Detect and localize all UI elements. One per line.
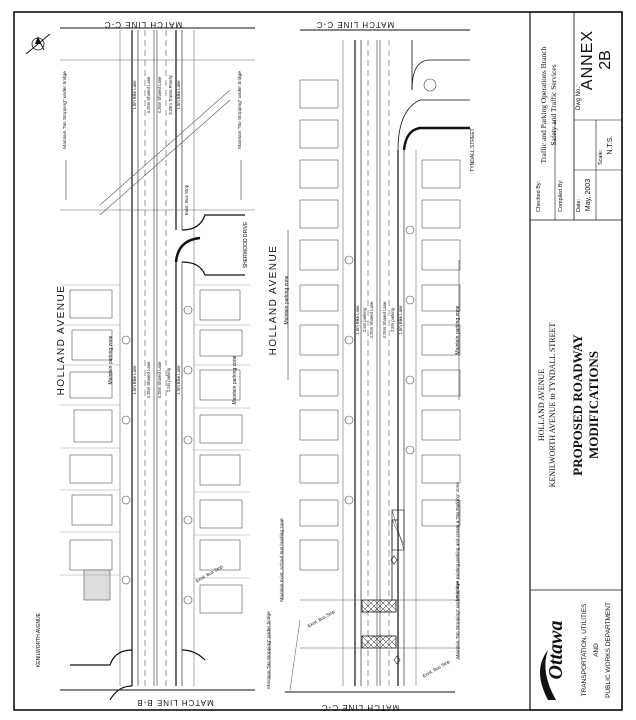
- lower-match-line-top: MATCH LINE C-C: [316, 20, 394, 29]
- date-label: Date:: [576, 198, 582, 212]
- compiled-by-label: Compiled By:: [558, 179, 564, 212]
- upper-school-bus-note: Maintain exist. school bus loading zone: [279, 518, 285, 602]
- lower-parking-note: Maintain parking zone: [284, 275, 290, 324]
- lane-label: 4.25m Shared Lane: [369, 301, 374, 338]
- project-line-2: KENILWORTH AVENUE to TYNDALL STREET: [548, 323, 557, 488]
- lane-label: 1.5m Bike Lane: [398, 305, 403, 335]
- lane-label: 1.5m Bike Lane: [132, 80, 137, 110]
- date-value: May, 2003: [585, 179, 592, 211]
- lane-label: 4.25m Shared Lane: [382, 301, 387, 338]
- lane-label: 4.25m Shared Lane: [146, 361, 151, 398]
- upper-match-line-bottom: MATCH LINE B-B: [136, 698, 213, 707]
- upper-no-stopping-1: Maintain "No Stopping" under bridge: [237, 71, 243, 149]
- branch-line-2: Safety and Traffic Services: [549, 64, 558, 145]
- lower-no-stopping-2: Maintain "No Stopping" under bridge: [455, 581, 461, 659]
- lane-label: 2.5m parking: [362, 307, 367, 332]
- upper-parking-note: Maintain parking zone: [108, 335, 114, 384]
- upper-cross-street-2: SHERWOOD DRIVE: [243, 221, 249, 268]
- title-block: ANNEX 2B Dwg No.: Traffic and Parking Op…: [529, 11, 623, 711]
- upper-cross-street-1: KENILWORTH AVENUE: [36, 612, 42, 667]
- dept-line-3: PUBLIC WORKS DEPARTMENT: [605, 602, 612, 698]
- upper-street-name: HOLLAND AVENUE: [56, 285, 67, 396]
- upper-lane-labels: 1.5m Bike Lane 4.25m Shared Lane 4.25m Sha…: [132, 361, 181, 398]
- north-arrow-icon: [25, 33, 51, 55]
- lower-parking-note-2: Maintain parking zone: [455, 305, 461, 354]
- sheet-border: [13, 11, 623, 711]
- lane-label: 1.5m Bike Lane: [176, 80, 181, 110]
- upper-plan: MATCH LINE C-C MATCH LINE B-B: [25, 20, 285, 707]
- lane-label: 1.5m Bike Lane: [176, 365, 181, 395]
- ottawa-logo: Ottawa: [540, 621, 567, 700]
- lower-street-name: HOLLAND AVENUE: [268, 245, 279, 356]
- lane-label: 2.5m parking: [166, 367, 171, 392]
- lower-cross-street: TYNDALL STREET: [470, 128, 476, 171]
- dept-line-1: TRANSPORTATION, UTILITIES: [581, 603, 588, 696]
- project-line-1: HOLLAND AVENUE: [537, 369, 546, 441]
- lower-match-line-bottom: MATCH LINE C-C: [321, 703, 399, 712]
- lane-label: 1.5m Bike Lane: [355, 305, 360, 335]
- dwg-no-label: Dwg No.:: [576, 85, 582, 110]
- branch-line-1: Traffic and Parking Operations Branch: [539, 46, 548, 163]
- annex-label: ANNEX: [579, 30, 596, 90]
- upper-bus-stop-1: Exist. Bus Stop: [184, 184, 189, 215]
- dept-line-2: AND: [593, 643, 600, 657]
- logo-text: Ottawa: [545, 621, 567, 680]
- upper-parking-note-2: Maintain parking zone: [232, 355, 238, 404]
- lane-label: 3.25m Transit Priority: [168, 74, 173, 114]
- lane-label: 2.5m parking: [390, 307, 395, 332]
- upper-lane-labels-right: 1.5m Bike Lane 4.25m Shared Lane 4.25m Sha…: [132, 74, 181, 114]
- lane-label: 1.5m Bike Lane: [132, 365, 137, 395]
- upper-match-line-top: MATCH LINE C-C: [104, 20, 182, 29]
- crosswalk-hatch: [361, 599, 397, 649]
- upper-no-stopping-2: Maintain "No Stopping" under bridge: [62, 71, 68, 149]
- lane-label: 4.25m Shared Lane: [157, 361, 162, 398]
- lower-no-stopping-1: Maintain "No Stopping" under bridge: [266, 611, 272, 689]
- annex-number: 2B: [597, 50, 614, 70]
- lower-plan: MATCH LINE C-C MATCH LINE C-C: [266, 20, 476, 712]
- drawing-title-line-2: MODIFICATIONS: [586, 351, 601, 459]
- lane-label: 4.25m Shared Lane: [157, 76, 162, 113]
- checked-by-label: Checked By:: [536, 180, 542, 212]
- drawing-title-line-1: PROPOSED ROADWAY: [570, 334, 585, 476]
- scale-label: Scale:: [598, 149, 604, 165]
- lower-remove-parking-note: Remove existing parking and create a "No…: [455, 482, 460, 598]
- lane-label: 4.25m Shared Lane: [146, 76, 151, 113]
- scale-value: N.T.S.: [607, 135, 614, 154]
